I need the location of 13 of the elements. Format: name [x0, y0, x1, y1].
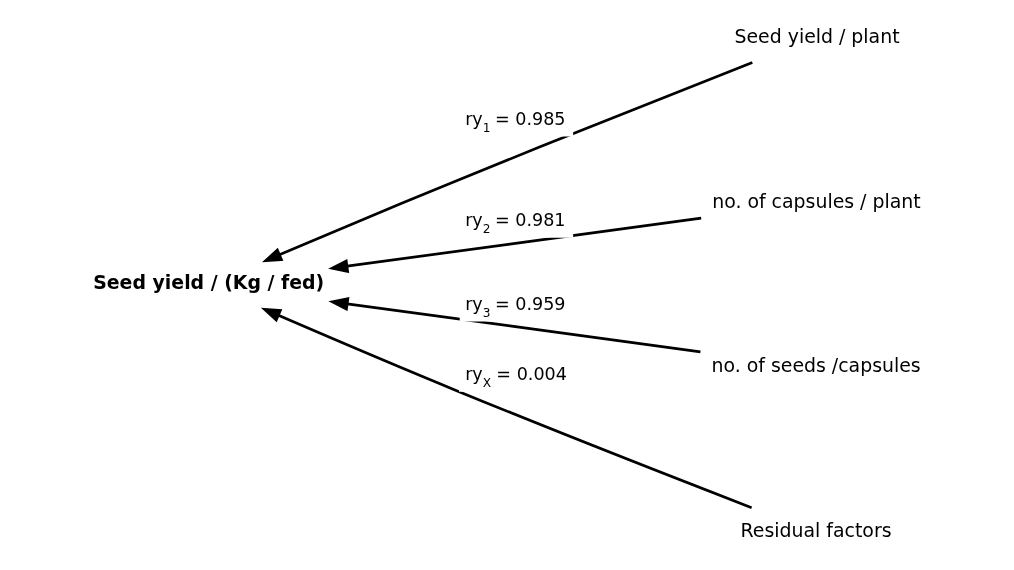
edge-label: ry$_{1}$ = 0.985: [465, 108, 566, 135]
arrow: [261, 61, 753, 263]
edge-label: ry$_{X}$ = 0.004: [465, 364, 567, 391]
arrow: [260, 307, 753, 509]
node-text: Residual factors: [740, 519, 892, 542]
node-text: no. of seeds /capsules: [711, 354, 921, 377]
edge-label: ry$_{3}$ = 0.959: [465, 293, 566, 320]
node-text: no. of capsules / plant: [712, 189, 921, 212]
arrow: [328, 216, 702, 274]
edge-label: ry$_{2}$ = 0.981: [465, 210, 566, 237]
node-text: Seed yield / plant: [734, 24, 900, 47]
node-text: Seed yield / (Kg / fed): [93, 270, 325, 293]
arrow: [328, 296, 701, 354]
